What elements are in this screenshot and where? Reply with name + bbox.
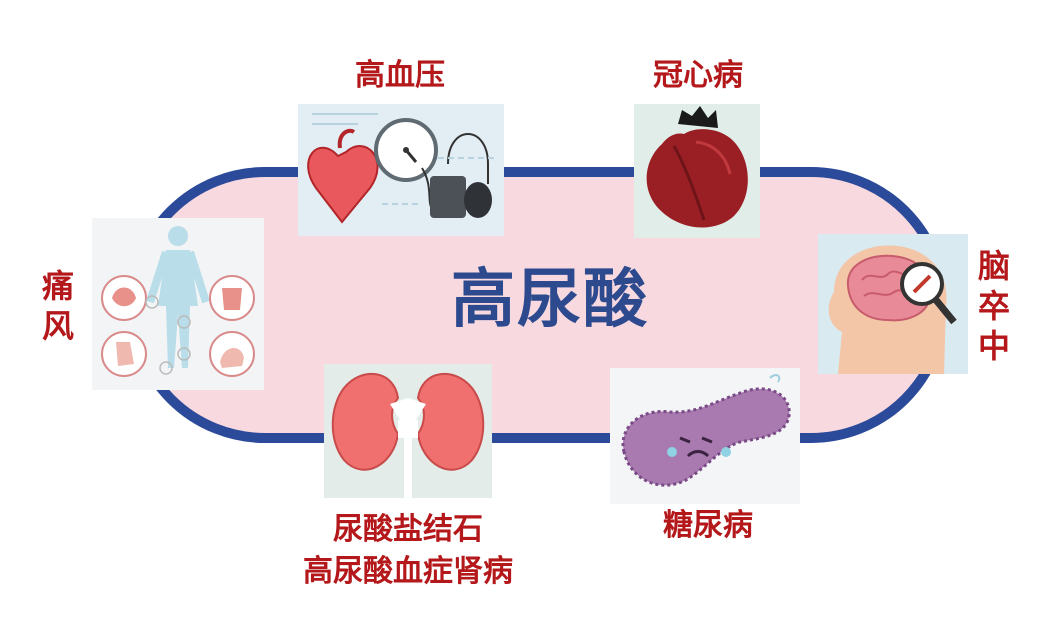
stroke-label-char-1: 脑 [977, 247, 1010, 285]
stroke-label-char-3: 中 [977, 327, 1010, 365]
diabetes-label: 糖尿病 [663, 508, 753, 543]
heart-icon [646, 106, 748, 228]
gout-label: 痛 风 [38, 266, 78, 346]
stroke-label: 脑 卒 中 [974, 246, 1014, 366]
hypertension-label: 高血压 [355, 58, 445, 93]
kidney-card [324, 364, 492, 498]
gout-card [92, 218, 264, 390]
gout-label-char-1: 痛 [41, 267, 74, 305]
coronary-label: 冠心病 [653, 58, 743, 93]
heart-with-blood-pressure-gauge-icon [307, 113, 498, 224]
pancreas-icon [621, 374, 791, 487]
head-brain-magnifier-icon [828, 245, 957, 374]
coronary-card [634, 104, 760, 238]
hypertension-card [298, 104, 504, 236]
center-title: 高尿酸 [451, 263, 649, 337]
gout-label-char-2: 风 [41, 307, 74, 345]
stroke-label-char-2: 卒 [977, 287, 1010, 325]
kidney-label-line-1: 尿酸盐结石 [333, 512, 483, 547]
stroke-card [818, 234, 968, 374]
kidney-label-line-2: 高尿酸血症肾病 [303, 554, 513, 589]
kidneys-icon [331, 372, 485, 498]
human-body-joints-icon [101, 226, 255, 377]
diabetes-card [610, 368, 800, 504]
